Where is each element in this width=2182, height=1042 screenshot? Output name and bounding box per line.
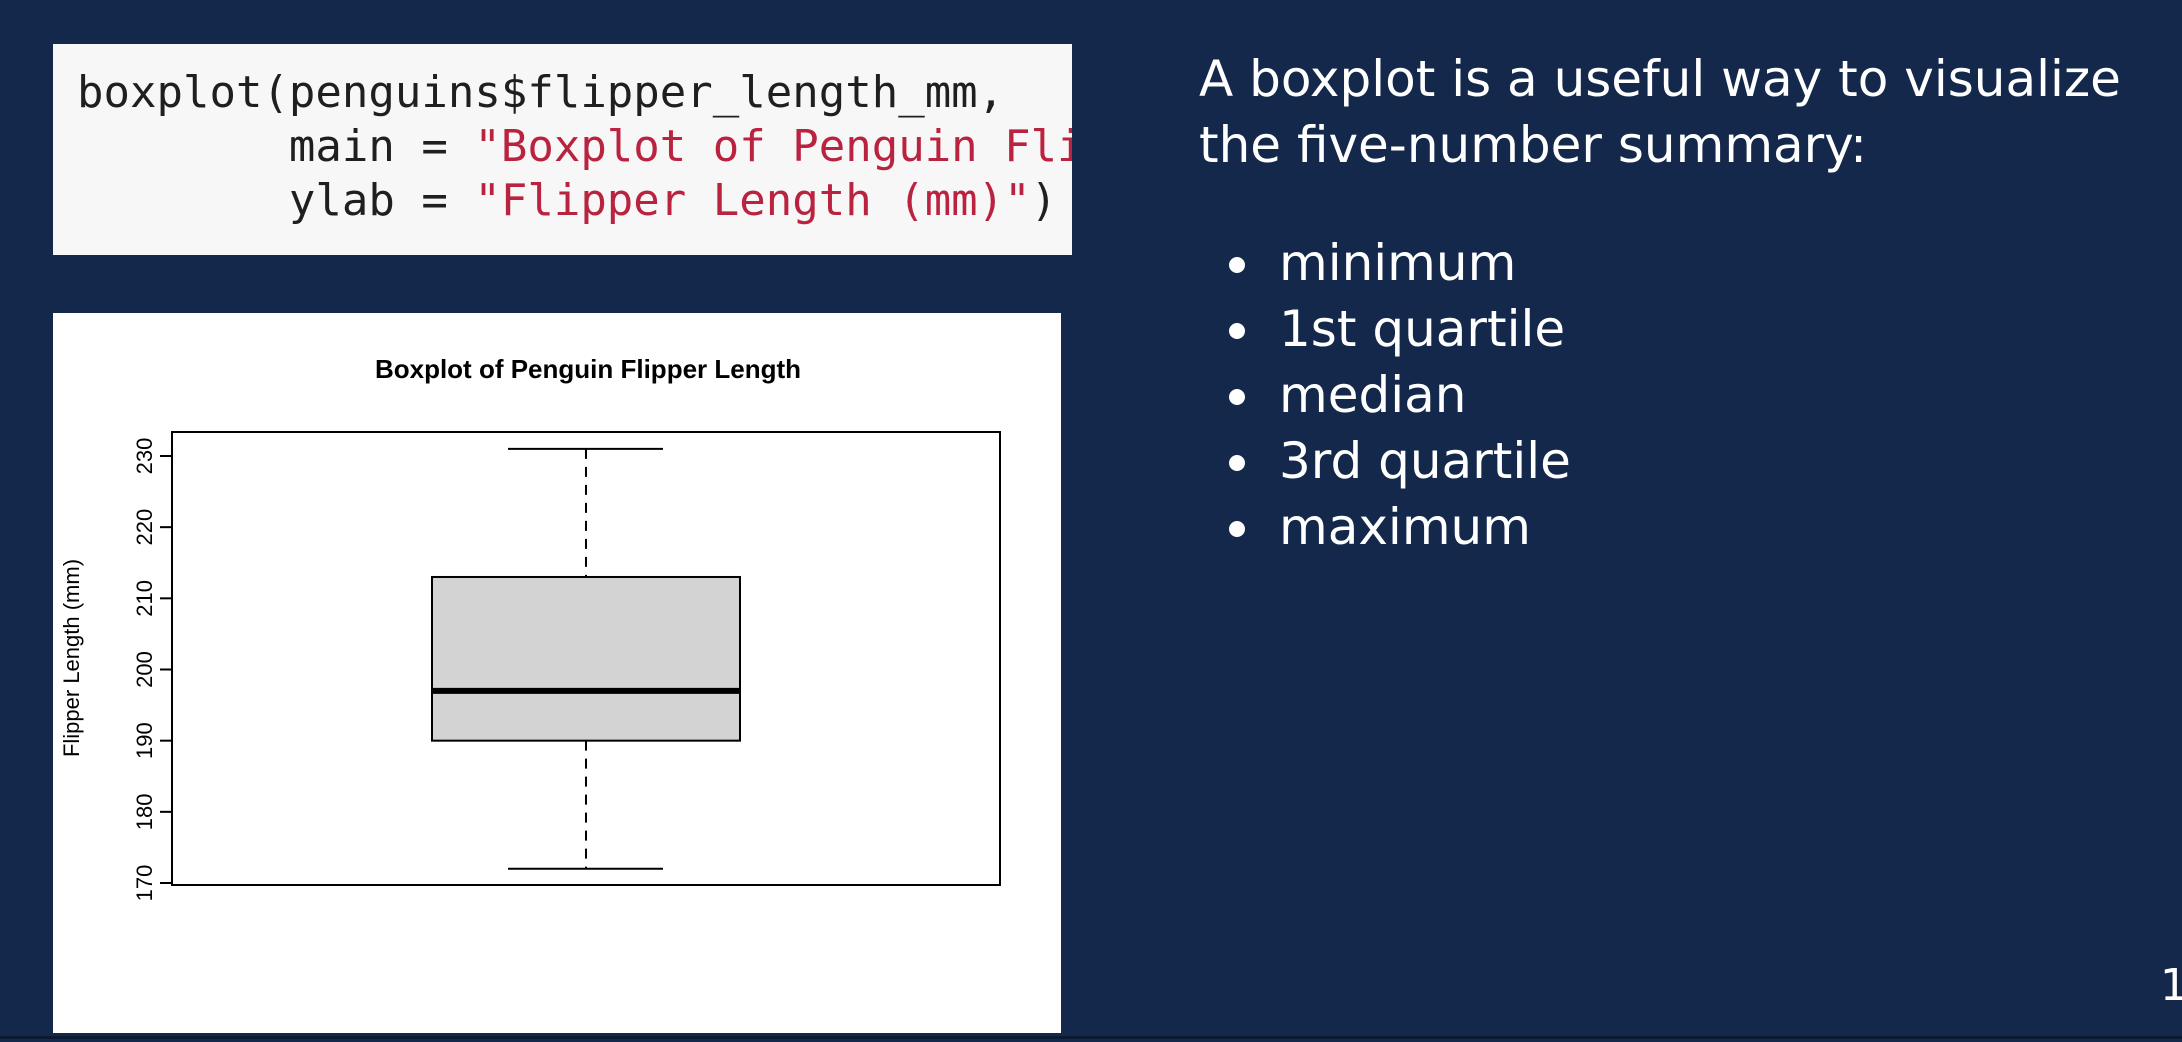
description-intro: A boxplot is a useful way to visualize t…: [1199, 50, 2121, 174]
code-ylab-arg: ylab =: [77, 175, 475, 226]
y-tick-label: 230: [132, 438, 157, 475]
chart-title: Boxplot of Penguin Flipper Length: [375, 354, 801, 384]
bullet-icon: [1229, 389, 1245, 405]
list-item-label: 3rd quartile: [1279, 432, 1571, 490]
bullet-icon: [1229, 323, 1245, 339]
code-ylab-string: "Flipper Length (mm)": [474, 175, 1031, 226]
code-line-3: ylab = "Flipper Length (mm)"): [77, 174, 1072, 228]
list-item: 3rd quartile: [1199, 428, 2182, 494]
code-line-2: main = "Boxplot of Penguin Flipper Lengt…: [77, 120, 1072, 174]
y-tick-label: 180: [132, 793, 157, 830]
bullet-icon: [1229, 257, 1245, 273]
bullet-icon: [1229, 521, 1245, 537]
code-main-arg: main =: [77, 121, 475, 172]
list-item-label: median: [1279, 366, 1467, 424]
slide-bottom-border: [0, 1036, 2182, 1039]
y-tick-label: 220: [132, 509, 157, 546]
bullet-icon: [1229, 455, 1245, 471]
boxplot-chart: Boxplot of Penguin Flipper Length Flippe…: [59, 354, 1001, 902]
code-line-1: boxplot(penguins$flipper_length_mm,: [77, 67, 1005, 118]
y-axis: 170 180 190 200 210 220 230: [132, 438, 173, 902]
code-block: boxplot(penguins$flipper_length_mm, main…: [53, 44, 1072, 255]
list-item: maximum: [1199, 494, 2182, 560]
list-item: minimum: [1199, 230, 2182, 296]
y-tick-label: 200: [132, 651, 157, 688]
plot-panel: Boxplot of Penguin Flipper Length Flippe…: [53, 313, 1061, 1033]
description-panel: A boxplot is a useful way to visualize t…: [1199, 46, 2182, 560]
code-text: boxplot(penguins$flipper_length_mm, main…: [77, 66, 1072, 228]
y-tick-label: 210: [132, 580, 157, 617]
code-main-string: "Boxplot of Penguin Flipper Length",: [474, 121, 1072, 172]
y-tick-label: 190: [132, 722, 157, 759]
list-item-label: minimum: [1279, 234, 1517, 292]
list-item-label: 1st quartile: [1279, 300, 1566, 358]
box-group: [431, 447, 741, 870]
list-item: median: [1199, 362, 2182, 428]
page-number: 1: [2160, 960, 2182, 1011]
list-item: 1st quartile: [1199, 296, 2182, 362]
y-axis-label: Flipper Length (mm): [59, 559, 84, 757]
y-tick-label: 170: [132, 865, 157, 902]
iqr-box: [431, 575, 741, 742]
code-close-paren: ): [1030, 175, 1058, 226]
list-item-label: maximum: [1279, 498, 1531, 556]
five-number-list: minimum 1st quartile median 3rd quartile…: [1199, 230, 2182, 560]
